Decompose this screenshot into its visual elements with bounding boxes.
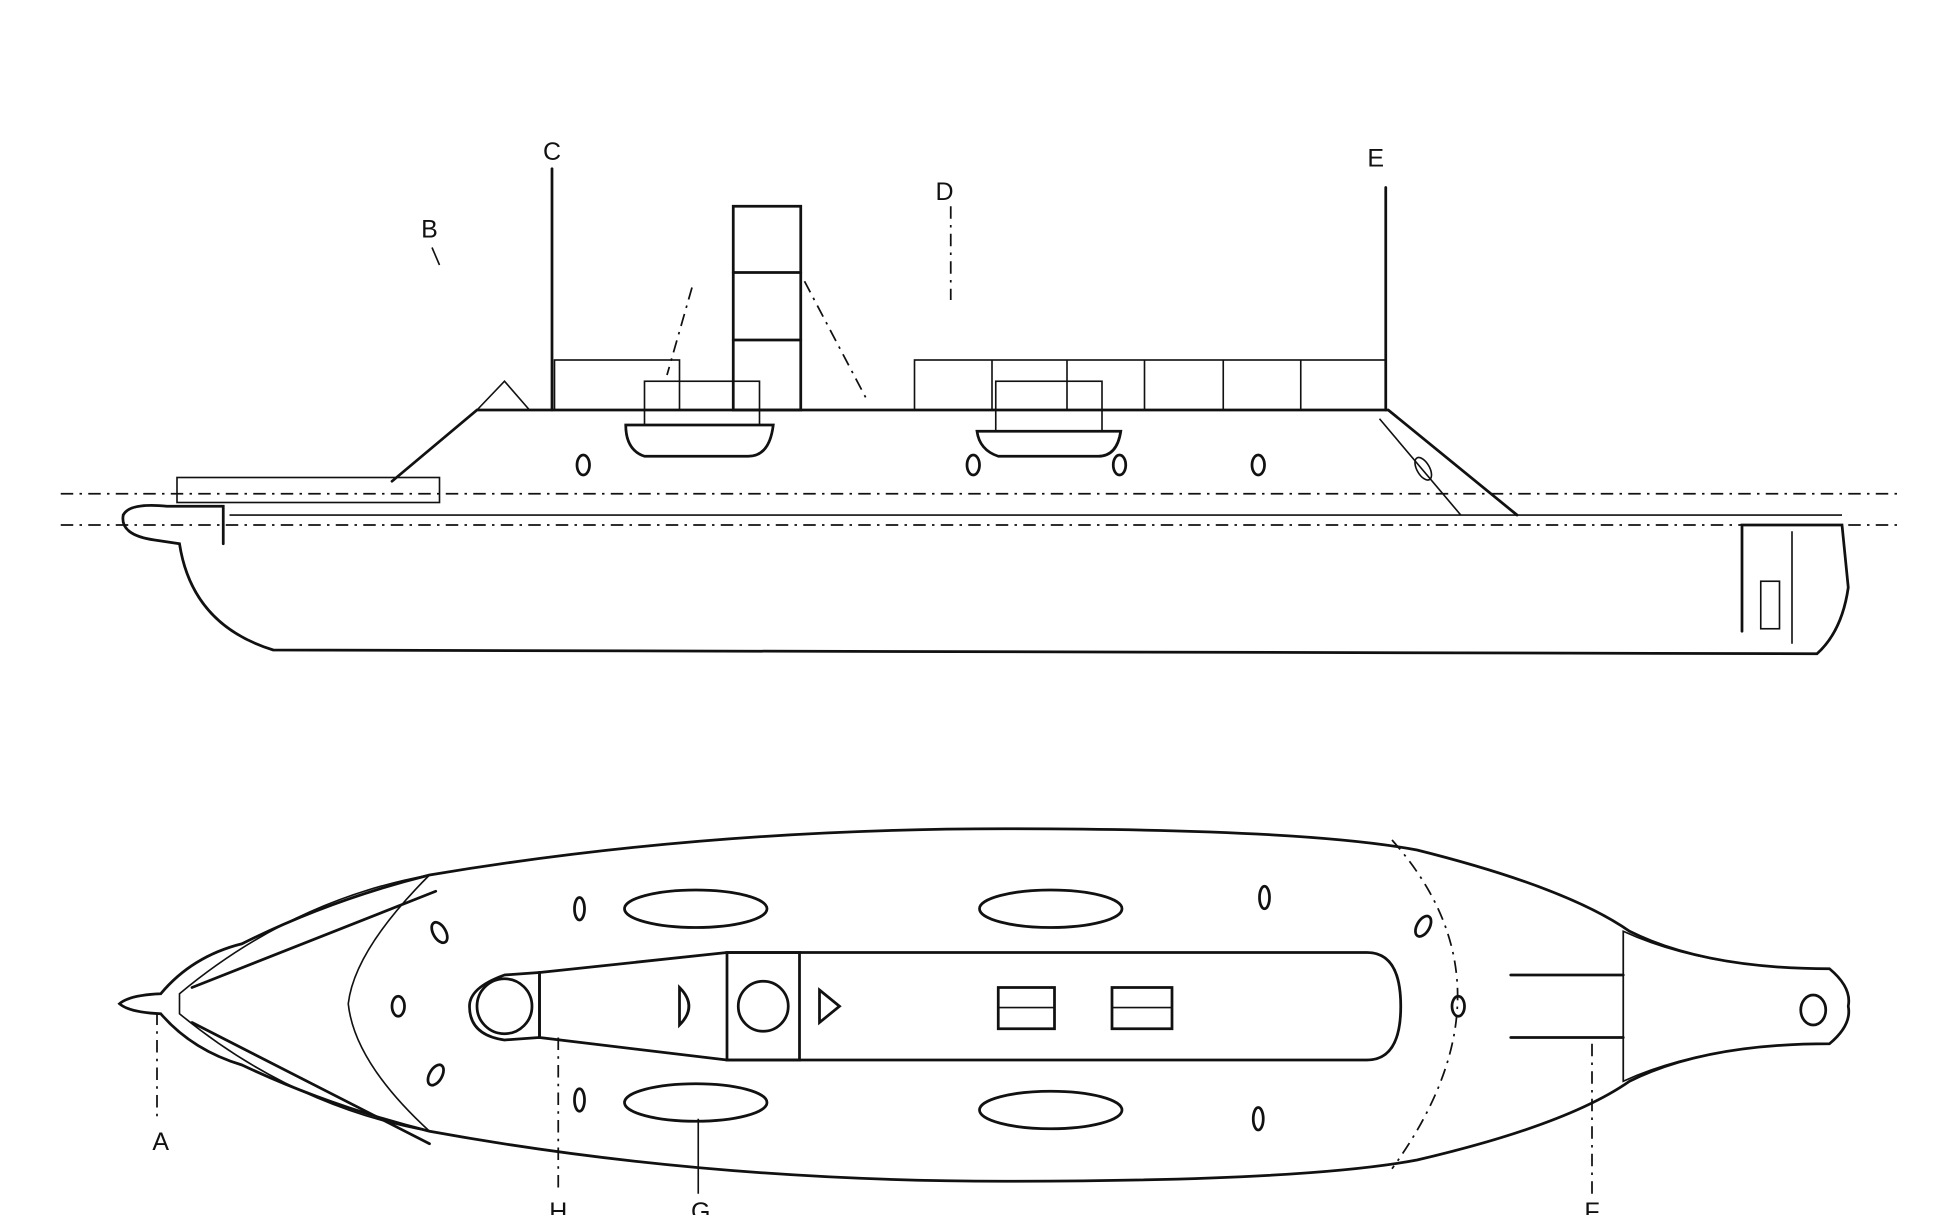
boat-forward (624, 423, 775, 458)
port-plan (430, 920, 449, 945)
gun-port-aft-slope (1414, 456, 1433, 481)
label-f: F (1584, 1198, 1599, 1215)
port-plan (1414, 914, 1433, 938)
stern-deck-hatching (1622, 929, 1850, 1083)
port-plan (426, 1063, 445, 1087)
port-plan (573, 1087, 586, 1113)
davit-aft (994, 380, 1103, 433)
casemate-side (390, 408, 1519, 517)
boat-plan (978, 1089, 1124, 1131)
label-b: B (421, 216, 438, 244)
port-plan (390, 994, 406, 1018)
stern-hawse (1799, 993, 1828, 1027)
anchor-chain (190, 1021, 431, 1146)
plan-view: A H G F (117, 827, 1851, 1215)
port-plan (1450, 994, 1466, 1018)
port-plan (1258, 884, 1271, 911)
label-h: H (549, 1198, 567, 1215)
port-plan (573, 896, 586, 922)
gun-port (1250, 453, 1266, 477)
pilothouse (476, 380, 531, 411)
boat-aft (975, 429, 1123, 458)
gun-port (575, 453, 591, 477)
davit-forward (643, 380, 761, 426)
smokestack-plan (725, 951, 801, 1062)
pilothouse-plan (468, 971, 541, 1042)
label-d: D (935, 178, 953, 206)
casemate-inner-slope (1378, 418, 1462, 516)
railing-aft (913, 359, 1387, 411)
hull-side (121, 513, 1850, 656)
boat-plan (623, 1082, 769, 1123)
label-a: A (152, 1128, 169, 1156)
smokestack (731, 204, 803, 412)
hull-outline-plan (117, 827, 1851, 1183)
bow-deck-hatching (178, 873, 433, 1133)
anchor-chain (190, 889, 438, 989)
leader-b (431, 247, 441, 266)
label-c: C (543, 138, 561, 166)
gun-port (1111, 453, 1128, 477)
bow-deck-planking (176, 476, 441, 504)
railing-forward (553, 359, 681, 411)
label-e: E (1367, 144, 1384, 172)
hatch-aft-vent (818, 987, 842, 1026)
bow-ram (121, 504, 225, 546)
smokestack-opening (736, 979, 790, 1033)
label-g: G (691, 1198, 710, 1215)
rudder (1759, 580, 1781, 630)
forward-hatch (475, 977, 534, 1036)
gun-port (965, 453, 981, 477)
boat-plan (623, 888, 769, 929)
side-elevation: B C D E (60, 138, 1899, 656)
hatch-forward-vent (678, 984, 691, 1029)
port-plan (1251, 1106, 1265, 1132)
boat-plan (978, 888, 1124, 929)
casemate-top-deck (538, 951, 1403, 1062)
stay-wire (803, 280, 868, 401)
